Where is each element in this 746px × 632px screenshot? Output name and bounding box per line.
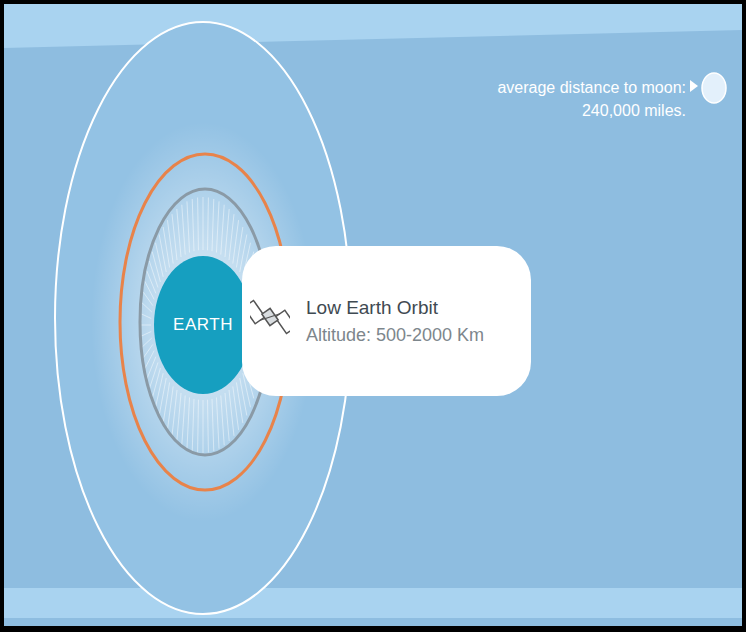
bottom-band bbox=[4, 588, 742, 618]
orbit-callout: Low Earth OrbitAltitude: 500-2000 Km bbox=[242, 246, 531, 396]
ray bbox=[221, 205, 224, 255]
ray bbox=[229, 390, 234, 436]
earth-circle: EARTH bbox=[153, 255, 253, 395]
top-band bbox=[4, 4, 742, 48]
ray bbox=[152, 368, 160, 398]
ray bbox=[142, 338, 152, 347]
moon-distance-note: average distance to moon: 240,000 miles. bbox=[460, 76, 686, 122]
ray bbox=[192, 399, 194, 451]
ray bbox=[163, 227, 169, 268]
ray bbox=[216, 201, 219, 252]
ray bbox=[207, 197, 209, 250]
ray bbox=[212, 399, 214, 451]
ray bbox=[152, 252, 160, 282]
ray bbox=[145, 281, 154, 299]
moon-pointer bbox=[690, 80, 698, 92]
ray bbox=[149, 261, 158, 288]
ray bbox=[192, 199, 194, 251]
ray bbox=[147, 357, 156, 379]
ray bbox=[207, 400, 209, 453]
ray bbox=[187, 201, 190, 252]
earth-fill bbox=[154, 256, 252, 394]
earth-glow bbox=[91, 122, 315, 522]
ray bbox=[149, 363, 158, 390]
ray bbox=[233, 386, 239, 429]
orbit-altitude: Altitude: 500-2000 Km bbox=[306, 325, 511, 346]
ray bbox=[142, 303, 152, 312]
ray bbox=[147, 271, 156, 293]
ray bbox=[159, 378, 166, 415]
satellite-icon bbox=[250, 290, 290, 344]
ray bbox=[229, 214, 234, 260]
ray bbox=[177, 393, 181, 441]
orbit-title: Low Earth Orbit bbox=[306, 297, 511, 319]
ray bbox=[182, 395, 185, 445]
ray bbox=[203, 197, 204, 250]
ray bbox=[156, 373, 164, 407]
ray bbox=[197, 197, 199, 250]
background bbox=[4, 4, 742, 626]
ray bbox=[172, 214, 177, 260]
ray bbox=[187, 397, 190, 448]
ray bbox=[225, 393, 229, 441]
ray bbox=[221, 395, 224, 445]
ray bbox=[143, 344, 153, 358]
ray bbox=[177, 209, 181, 257]
ray bbox=[167, 220, 173, 263]
ray bbox=[203, 400, 204, 453]
ray bbox=[172, 390, 177, 436]
ray bbox=[141, 314, 151, 319]
ray bbox=[216, 397, 219, 448]
ray bbox=[197, 400, 199, 453]
moon bbox=[702, 73, 726, 103]
ray bbox=[182, 205, 185, 255]
earth-label: EARTH bbox=[173, 315, 233, 335]
ray bbox=[212, 199, 214, 251]
ray bbox=[225, 209, 229, 257]
ray bbox=[141, 332, 151, 337]
ray bbox=[236, 382, 242, 423]
ray bbox=[141, 325, 151, 326]
